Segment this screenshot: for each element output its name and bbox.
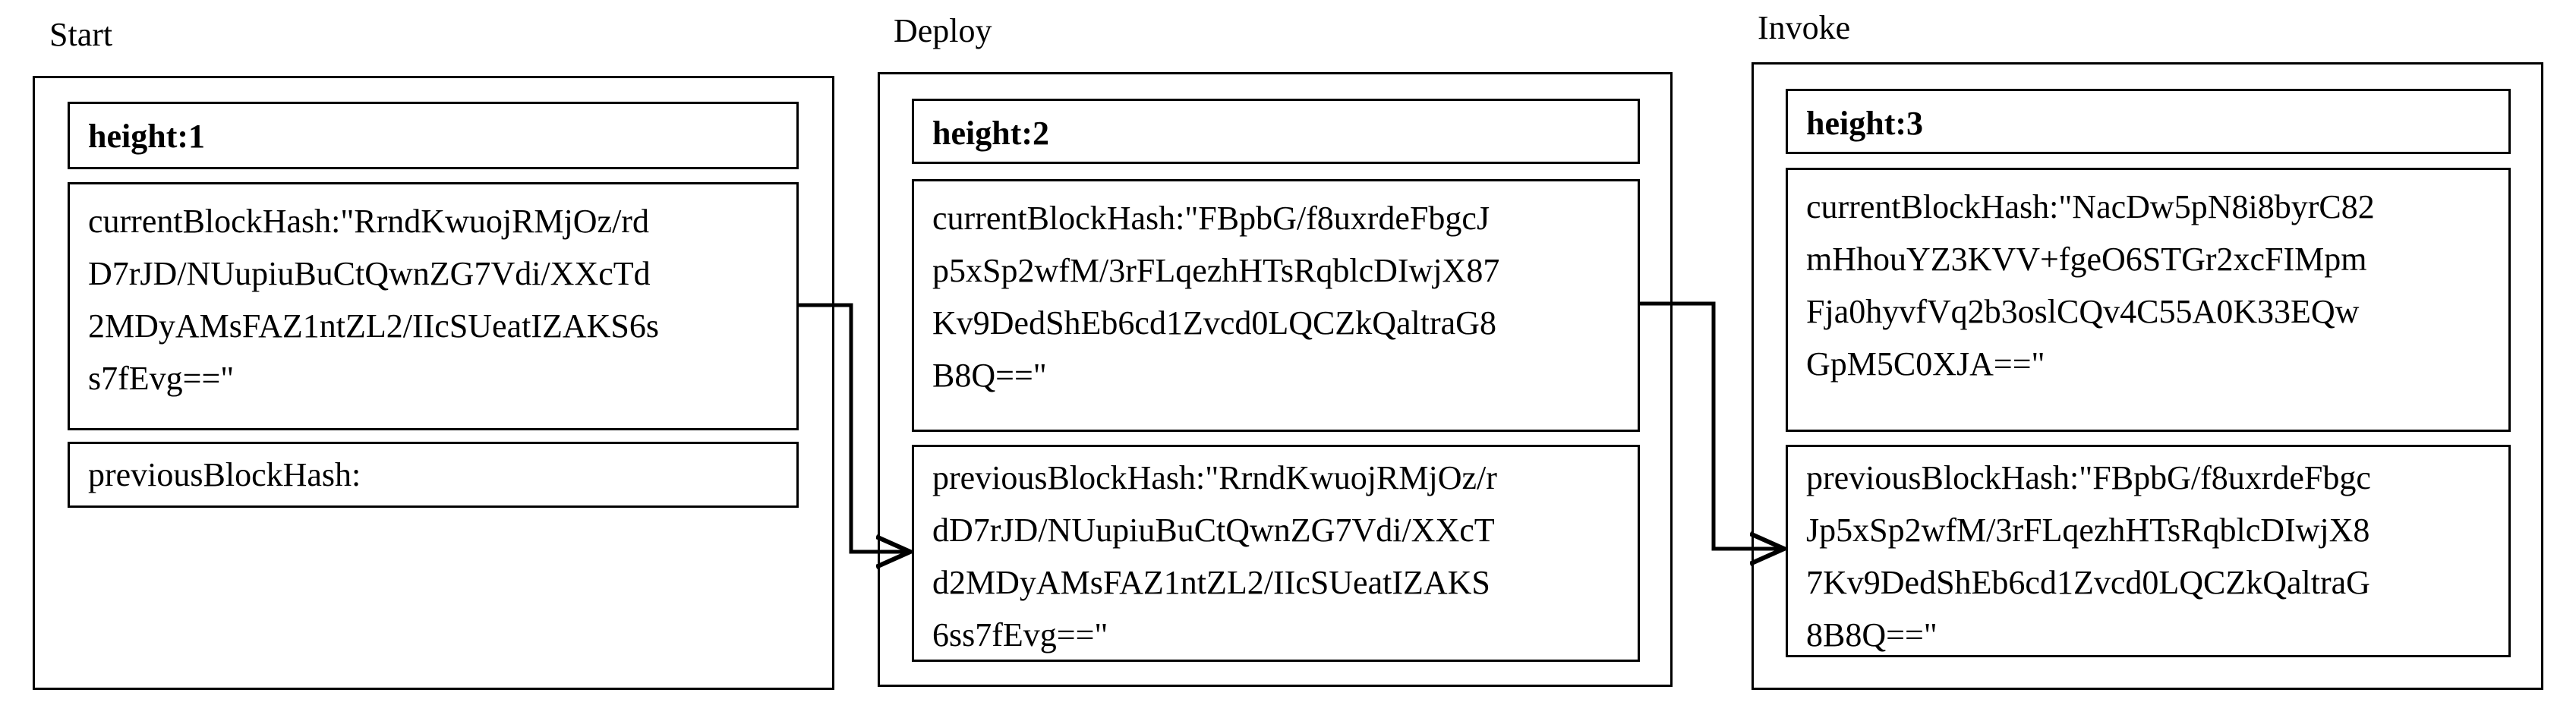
hash-line: B8Q==" — [932, 357, 1047, 394]
hash-line: D7rJD/NUupiuBuCtQwnZG7Vdi/XXcTd — [88, 255, 651, 292]
hash-line: previousBlockHash:"FBpbG/f8uxrdeFbgc — [1806, 459, 2371, 496]
arrow-start-to-deploy — [799, 303, 910, 552]
previous-hash-field: previousBlockHash: — [68, 442, 799, 508]
hash-line: Kv9DedShEb6cd1Zvcd0LQCZkQaltraG8 — [932, 304, 1496, 342]
hash-line: GpM5C0XJA==" — [1806, 345, 2045, 383]
current-hash-field: currentBlockHash:"NacDw5pN8i8byrC82 mHho… — [1786, 168, 2511, 432]
hash-line: previousBlockHash:"RrndKwuojRMjOz/r — [932, 459, 1497, 496]
block-start — [33, 76, 834, 690]
stage-label-start: Start — [49, 16, 113, 53]
current-hash-field: currentBlockHash:"RrndKwuojRMjOz/rd D7rJ… — [68, 182, 799, 430]
hash-line: 7Kv9DedShEb6cd1Zvcd0LQCZkQaltraG — [1806, 564, 2370, 601]
hash-line: dD7rJD/NUupiuBuCtQwnZG7Vdi/XXcT — [932, 512, 1495, 549]
hash-line: 6ss7fEvg==" — [932, 616, 1108, 653]
current-hash-field: currentBlockHash:"FBpbG/f8uxrdeFbgcJ p5x… — [912, 179, 1640, 432]
hash-line: s7fEvg==" — [88, 360, 235, 397]
hash-line: p5xSp2wfM/3rFLqezhHTsRqblcDIwjX87 — [932, 252, 1500, 289]
previous-hash-field: previousBlockHash:"RrndKwuojRMjOz/r dD7r… — [912, 445, 1640, 662]
hash-line: Jp5xSp2wfM/3rFLqezhHTsRqblcDIwjX8 — [1806, 512, 2370, 549]
hash-line: 2MDyAMsFAZ1ntZL2/IIcSUeatIZAKS6s — [88, 307, 660, 345]
arrow-deploy-to-invoke — [1640, 301, 1784, 549]
height-field: height:3 — [1786, 89, 2511, 154]
previous-hash-field: previousBlockHash:"FBpbG/f8uxrdeFbgc Jp5… — [1786, 445, 2511, 657]
hash-line: d2MDyAMsFAZ1ntZL2/IIcSUeatIZAKS — [932, 564, 1490, 601]
hash-line: mHhouYZ3KVV+fgeO6STGr2xcFIMpm — [1806, 241, 2367, 278]
block-deploy — [878, 72, 1673, 687]
hash-line: currentBlockHash:"NacDw5pN8i8byrC82 — [1806, 188, 2375, 225]
stage-label-invoke: Invoke — [1758, 9, 1851, 46]
block-invoke — [1751, 62, 2543, 690]
height-field: height:2 — [912, 99, 1640, 164]
hash-line: Fja0hyvfVq2b3oslCQv4C55A0K33EQw — [1806, 293, 2360, 330]
hash-line: currentBlockHash:"FBpbG/f8uxrdeFbgcJ — [932, 200, 1490, 237]
height-field: height:1 — [68, 102, 799, 169]
hash-line: previousBlockHash: — [88, 456, 361, 493]
hash-line: 8B8Q==" — [1806, 616, 1938, 653]
hash-line: currentBlockHash:"RrndKwuojRMjOz/rd — [88, 203, 649, 240]
stage-label-deploy: Deploy — [894, 12, 992, 49]
